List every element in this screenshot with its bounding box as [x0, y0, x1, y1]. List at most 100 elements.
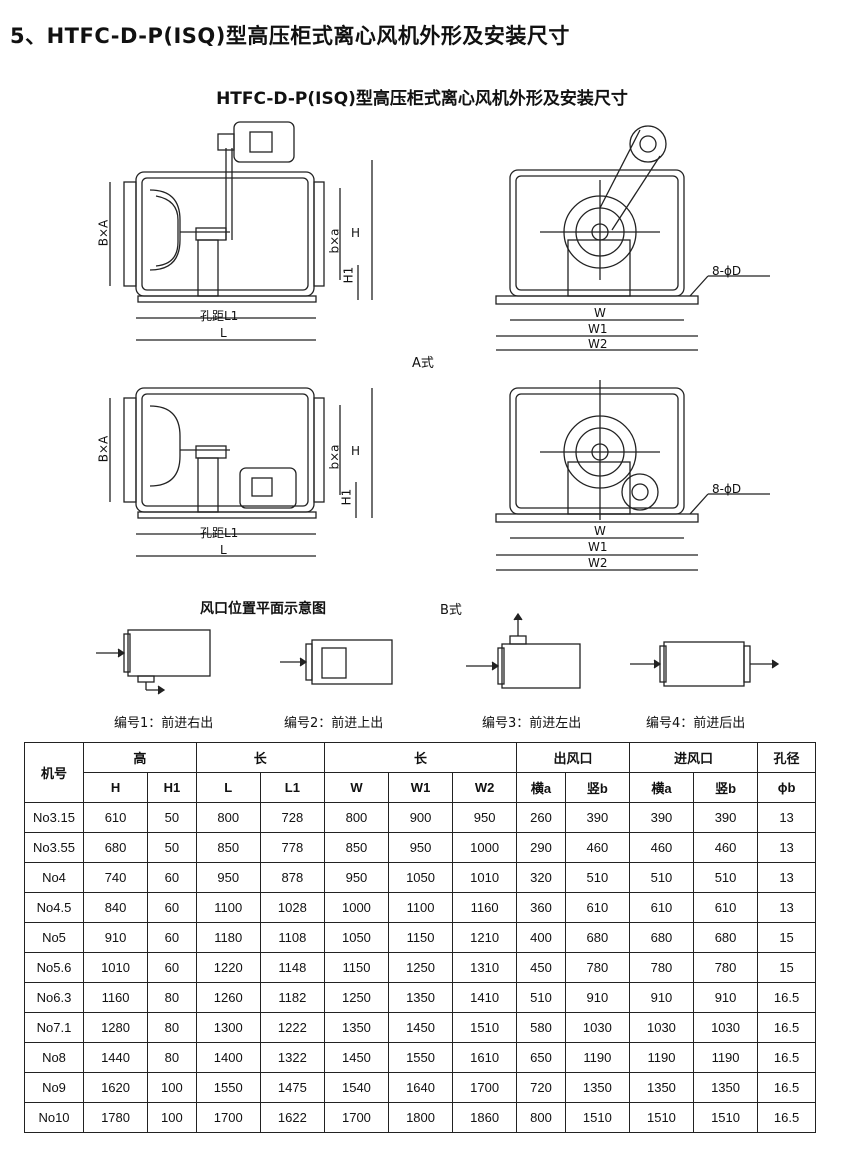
value-cell: 1190: [564, 1042, 630, 1073]
value-cell: 390: [564, 802, 630, 833]
value-cell: 1700: [323, 1102, 390, 1133]
value-cell: 1000: [452, 832, 518, 863]
value-cell: 1150: [323, 952, 390, 983]
value-cell: 950: [195, 862, 261, 893]
value-cell: 680: [628, 922, 695, 953]
value-cell: 1210: [452, 922, 518, 953]
value-cell: 260: [516, 802, 566, 833]
value-cell: 1400: [195, 1042, 261, 1073]
model-cell: No9: [24, 1072, 84, 1103]
sub-header: 横a: [628, 772, 695, 803]
label-bxa-inner: b×a: [327, 228, 342, 254]
value-cell: 1222: [259, 1012, 325, 1043]
value-cell: 680: [82, 832, 149, 863]
table-sub-header-row: H H1 L L1 W W1 W2 横a 竖b 横a 竖b ϕb: [25, 772, 816, 803]
value-cell: 850: [323, 832, 390, 863]
value-cell: 1180: [195, 922, 261, 953]
model-cell: No4.5: [24, 892, 84, 923]
value-cell: 1108: [259, 922, 325, 953]
value-cell: 510: [516, 982, 566, 1013]
value-cell: 400: [516, 922, 566, 953]
value-cell: 950: [323, 862, 390, 893]
model-cell: No7.1: [24, 1012, 84, 1043]
value-cell: 13: [757, 862, 816, 893]
model-cell: No5.6: [24, 952, 84, 983]
group-header: 进风口: [628, 742, 759, 773]
value-cell: 1000: [323, 892, 390, 923]
value-cell: 16.5: [757, 1072, 816, 1103]
sub-header: L1: [259, 772, 325, 803]
sub-header: L: [195, 772, 261, 803]
sub-header: ϕb: [757, 772, 816, 803]
value-cell: 580: [516, 1012, 566, 1043]
value-cell: 1010: [82, 952, 149, 983]
outlet-plan-4: [630, 641, 780, 687]
value-cell: 1182: [259, 982, 325, 1013]
value-cell: 13: [757, 832, 816, 863]
installation-drawing: [96, 121, 780, 695]
sub-header: H1: [147, 772, 197, 803]
label-bxa-inner-b: b×a: [327, 444, 342, 470]
sub-header: W: [323, 772, 390, 803]
value-cell: 1190: [628, 1042, 695, 1073]
value-cell: 450: [516, 952, 566, 983]
value-cell: 1475: [259, 1072, 325, 1103]
label-w-b: W: [594, 524, 606, 538]
label-h1: H1: [341, 266, 356, 284]
sub-header: W1: [387, 772, 454, 803]
model-cell: No5: [24, 922, 84, 953]
side-view-a: [109, 121, 373, 341]
sub-header: H: [82, 772, 149, 803]
value-cell: 1640: [387, 1072, 454, 1103]
value-cell: 1028: [259, 892, 325, 923]
outlet-plan-2: [280, 639, 393, 685]
col-model-header: 机号: [24, 742, 84, 803]
label-h1-b: H1: [339, 488, 354, 506]
model-cell: No3.15: [24, 802, 84, 833]
label-w2: W2: [588, 337, 608, 351]
value-cell: 910: [82, 922, 149, 953]
value-cell: 320: [516, 862, 566, 893]
label-bxa-outer: B×A: [96, 219, 111, 247]
outlet-plan-3: [466, 612, 581, 689]
value-cell: 1050: [323, 922, 390, 953]
value-cell: 1050: [387, 862, 454, 893]
value-cell: 780: [628, 952, 695, 983]
value-cell: 910: [628, 982, 695, 1013]
label-h: H: [351, 226, 361, 240]
value-cell: 1510: [628, 1102, 695, 1133]
value-cell: 1350: [692, 1072, 759, 1103]
value-cell: 510: [564, 862, 630, 893]
value-cell: 910: [564, 982, 630, 1013]
value-cell: 1100: [387, 892, 454, 923]
outlet-caption-3: 编号3：前进左出: [482, 716, 582, 731]
value-cell: 950: [387, 832, 454, 863]
value-cell: 1540: [323, 1072, 390, 1103]
value-cell: 1510: [452, 1012, 518, 1043]
label-l-b: L: [220, 543, 227, 557]
value-cell: 16.5: [757, 1012, 816, 1043]
side-view-b: [109, 387, 373, 557]
label-style-b: B式: [440, 603, 462, 618]
value-cell: 840: [82, 892, 149, 923]
value-cell: 1280: [82, 1012, 149, 1043]
label-l1: 孔距L1: [200, 309, 239, 323]
value-cell: 1160: [82, 982, 149, 1013]
value-cell: 610: [564, 892, 630, 923]
value-cell: 50: [147, 832, 197, 863]
value-cell: 1350: [387, 982, 454, 1013]
group-header: 高: [83, 742, 197, 773]
value-cell: 1250: [323, 982, 390, 1013]
value-cell: 390: [628, 802, 695, 833]
value-cell: 13: [757, 892, 816, 923]
value-cell: 900: [387, 802, 454, 833]
drawing-title: HTFC-D-P(ISQ)型高压柜式离心风机外形及安装尺寸: [216, 89, 628, 109]
